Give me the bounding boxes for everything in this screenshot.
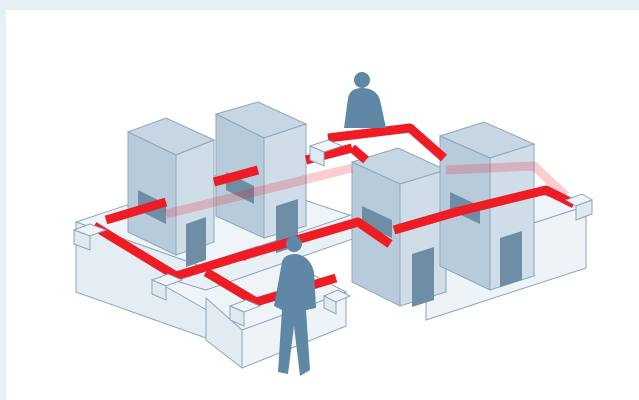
isometric-cabinet-diagram [6, 10, 639, 400]
diagram-panel [6, 10, 639, 400]
person-icon [344, 72, 386, 128]
